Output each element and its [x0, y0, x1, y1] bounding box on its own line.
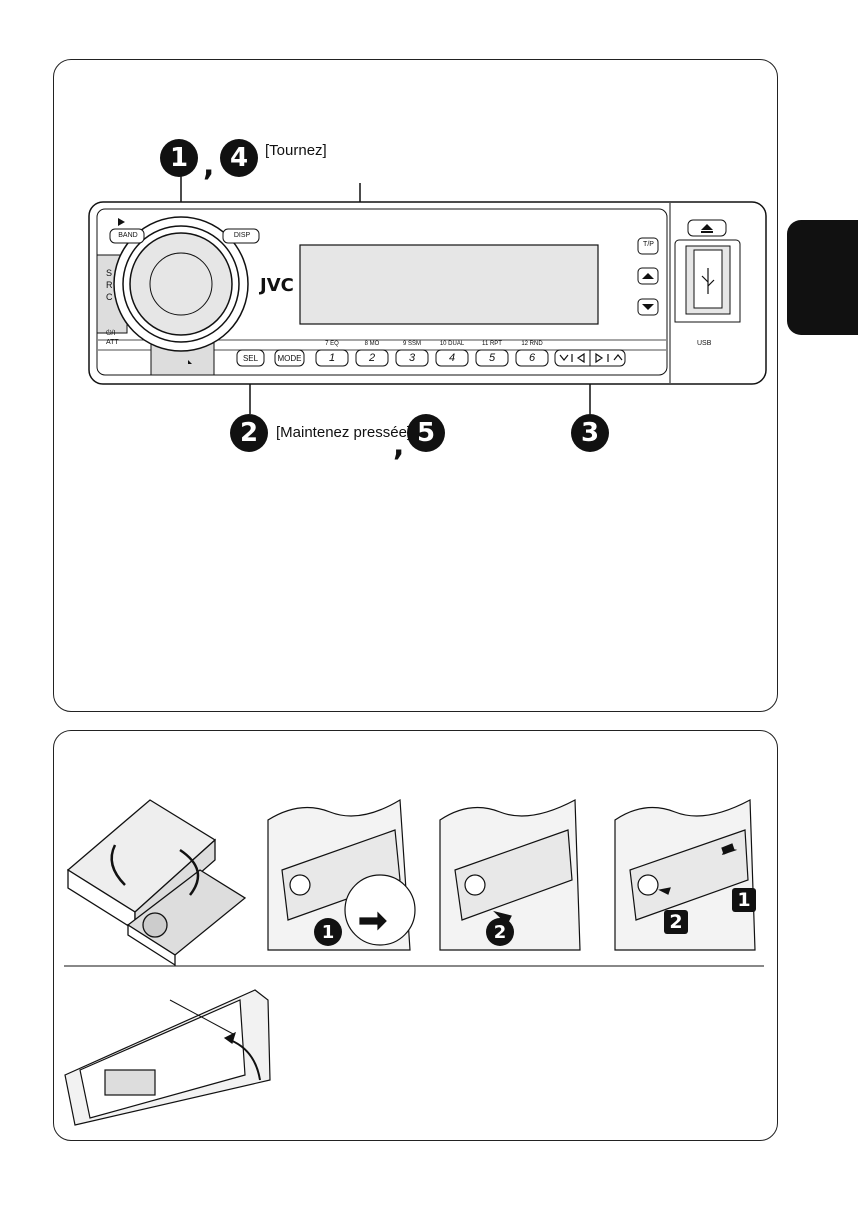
- attach-step-1: 1: [732, 888, 756, 912]
- detach-step-2: 2: [486, 918, 514, 946]
- case-illustration: [68, 800, 245, 965]
- faceplate-rear-illustration: [65, 990, 270, 1125]
- attach-step-2: 2: [664, 910, 688, 934]
- detach-step-1: 1: [314, 918, 342, 946]
